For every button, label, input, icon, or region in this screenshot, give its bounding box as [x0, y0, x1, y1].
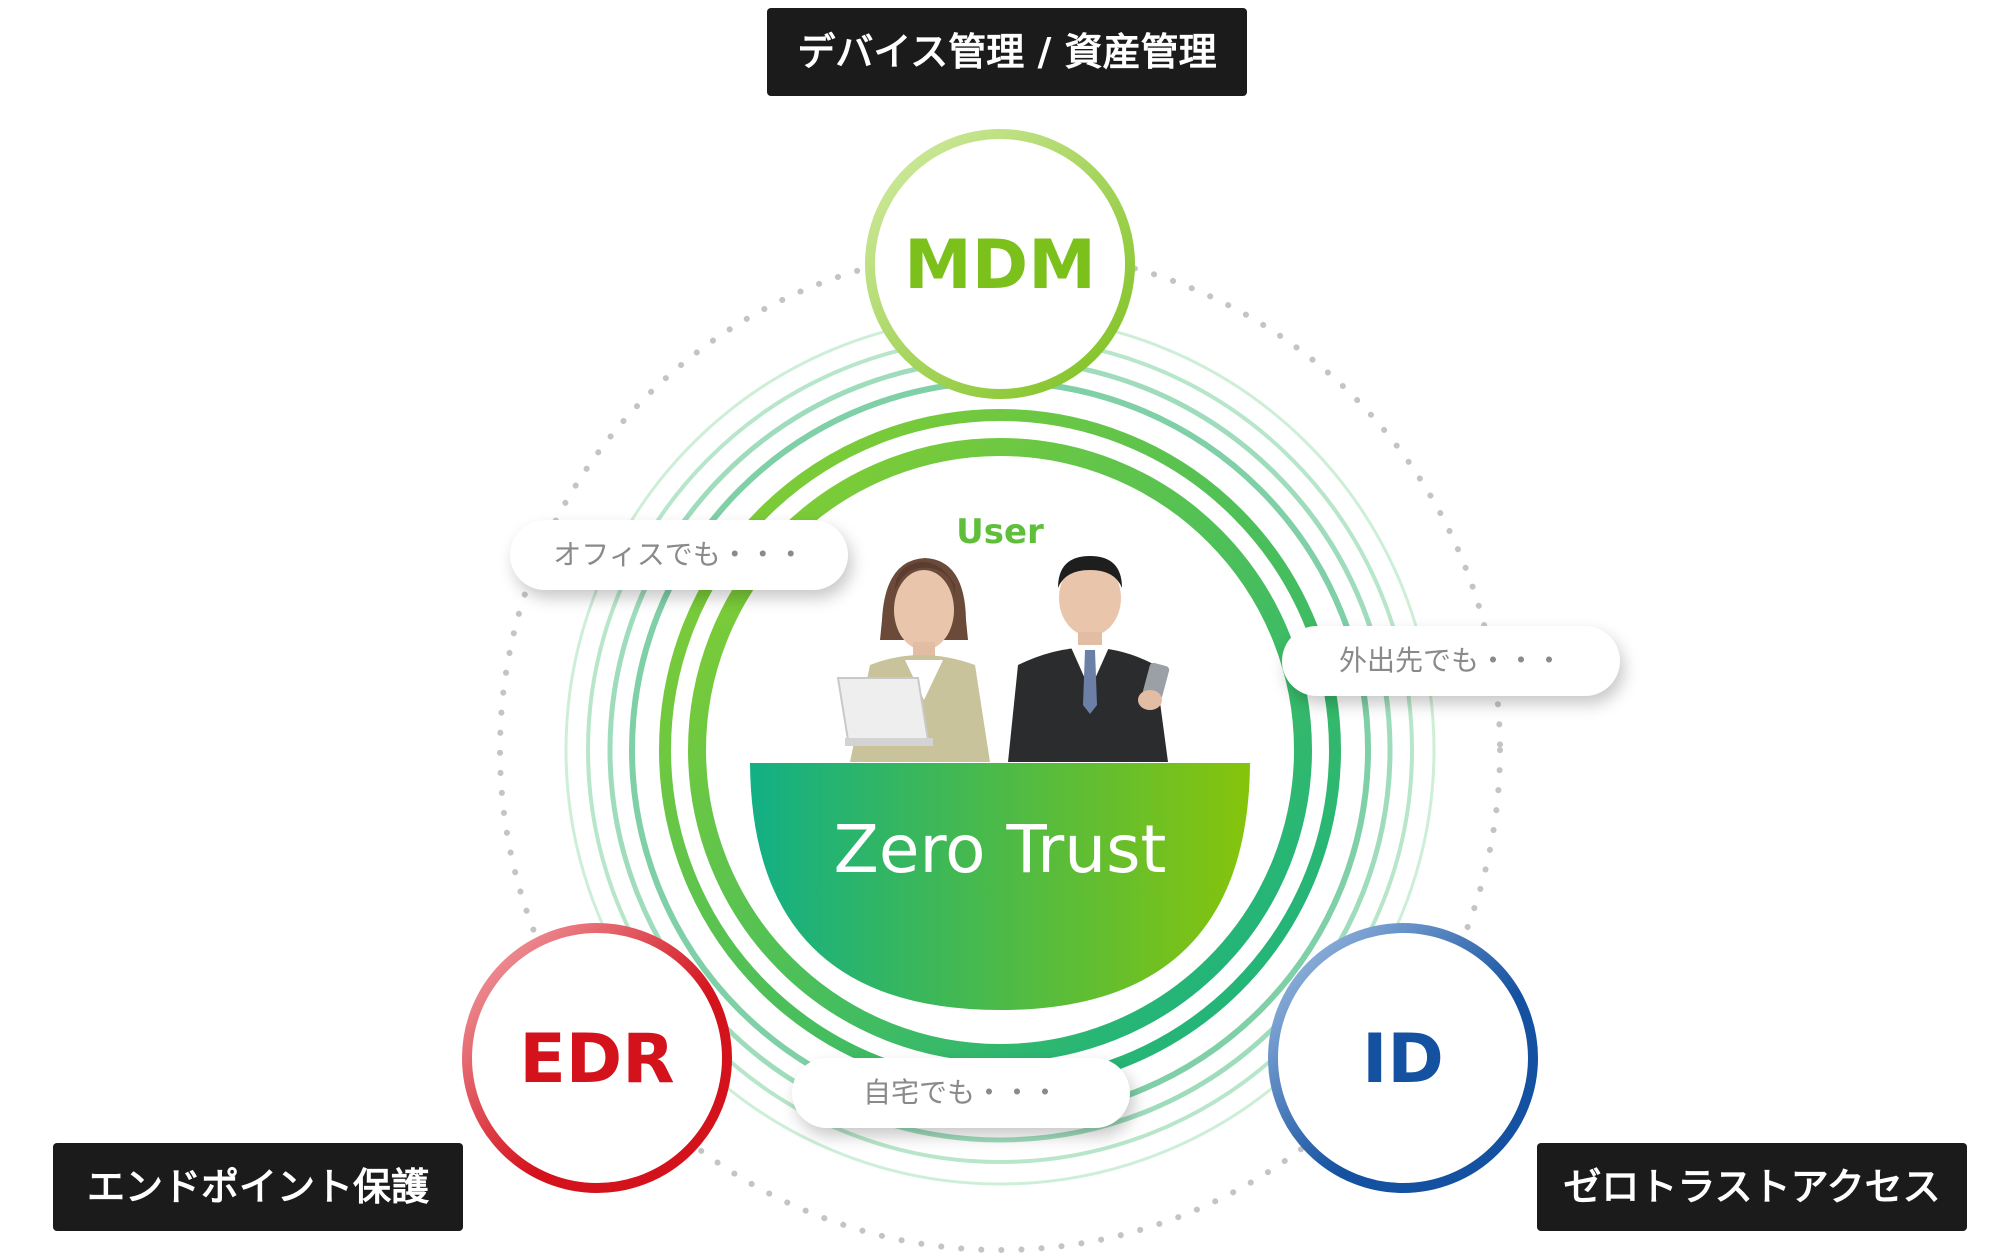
caption-endpoint-protection: エンドポイント保護	[53, 1143, 463, 1231]
caption-device-management: デバイス管理 / 資産管理	[767, 8, 1247, 96]
pill-office: オフィスでも・・・	[510, 520, 848, 590]
id-label: ID	[1362, 1020, 1444, 1099]
edr-label: EDR	[519, 1020, 674, 1099]
zero-trust-bowl	[750, 763, 1250, 1010]
man-figure	[1008, 556, 1170, 762]
zero-trust-title: Zero Trust	[834, 811, 1167, 888]
caption-zero-trust-access: ゼロトラストアクセス	[1537, 1143, 1967, 1231]
mdm-label: MDM	[904, 226, 1096, 305]
pill-outside: 外出先でも・・・	[1282, 626, 1620, 696]
woman-figure	[836, 558, 990, 762]
edr-node	[462, 923, 732, 1193]
dotted-orbit	[497, 247, 1503, 1253]
pill-home: 自宅でも・・・	[792, 1058, 1130, 1128]
id-node	[1268, 923, 1538, 1193]
mdm-node	[865, 129, 1135, 399]
main-ring-inner	[688, 438, 1312, 1062]
users-illustration	[836, 556, 1170, 762]
user-label: User	[956, 512, 1044, 552]
